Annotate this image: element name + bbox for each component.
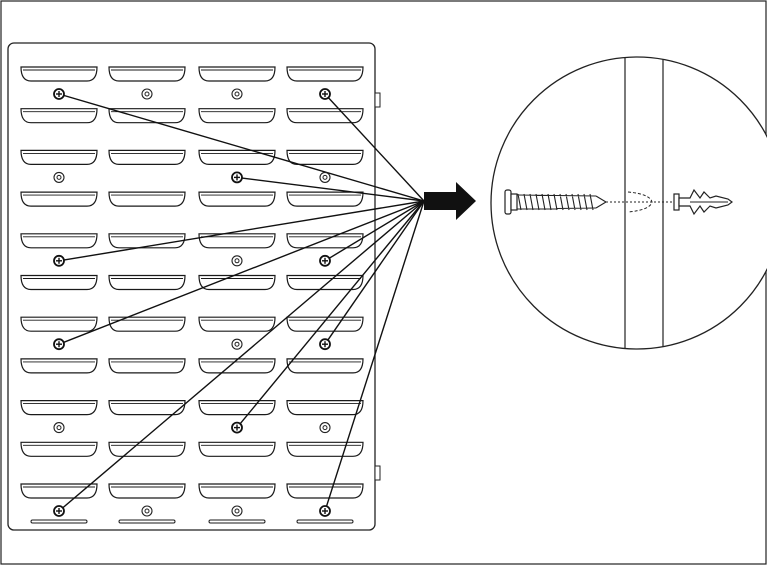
leader-line bbox=[324, 200, 425, 512]
slot bbox=[286, 358, 364, 374]
screw-hole-icon bbox=[53, 88, 65, 100]
screw-hole-icon bbox=[319, 88, 331, 100]
slot bbox=[108, 66, 186, 82]
slot bbox=[198, 233, 276, 249]
slot bbox=[198, 316, 276, 332]
screw-hole-icon bbox=[319, 505, 331, 517]
slot bbox=[108, 441, 186, 457]
slot bbox=[20, 441, 98, 457]
slot bbox=[286, 149, 364, 165]
slot bbox=[198, 274, 276, 291]
slot bbox=[20, 400, 98, 416]
wall-anchor-icon bbox=[673, 188, 733, 216]
plain-hole-icon bbox=[141, 88, 153, 100]
slot bbox=[286, 191, 364, 207]
arrow-right-icon bbox=[424, 182, 476, 220]
slot bbox=[20, 149, 98, 165]
slot bbox=[286, 233, 364, 249]
slot bbox=[108, 274, 186, 291]
slot bbox=[286, 483, 364, 499]
leader-line bbox=[58, 200, 425, 262]
slot bbox=[286, 400, 364, 416]
slot bbox=[286, 441, 364, 457]
slot bbox=[198, 191, 276, 207]
plain-hole-icon bbox=[231, 505, 243, 517]
panel-side-tab-top bbox=[374, 92, 381, 108]
leader-line bbox=[58, 200, 425, 345]
plain-hole-icon bbox=[231, 338, 243, 350]
bottom-bar bbox=[296, 519, 354, 524]
bottom-bar bbox=[118, 519, 176, 524]
slot bbox=[286, 274, 364, 291]
leader-line bbox=[58, 93, 425, 202]
slot bbox=[198, 400, 276, 416]
slot bbox=[20, 233, 98, 249]
screw-hole-icon bbox=[319, 338, 331, 351]
screw-hole-icon bbox=[231, 171, 243, 184]
leader-line bbox=[324, 200, 425, 262]
slot bbox=[108, 108, 186, 124]
slot bbox=[108, 316, 186, 332]
plain-hole-icon bbox=[231, 255, 243, 267]
screw-hole-icon bbox=[319, 254, 331, 267]
screw-hole-icon bbox=[53, 254, 65, 267]
bottom-bar bbox=[208, 519, 266, 524]
slot bbox=[20, 316, 98, 332]
slot bbox=[198, 108, 276, 124]
leader-line bbox=[324, 200, 425, 345]
drill-guide bbox=[606, 191, 675, 213]
leader-line bbox=[324, 93, 425, 202]
leader-line bbox=[236, 200, 425, 429]
slot bbox=[198, 441, 276, 457]
slot bbox=[198, 358, 276, 374]
leader-line bbox=[58, 200, 425, 512]
slot bbox=[108, 191, 186, 207]
slot bbox=[108, 400, 186, 416]
screw-icon bbox=[504, 189, 608, 215]
leader-lines bbox=[58, 93, 425, 512]
plain-hole-icon bbox=[319, 422, 331, 434]
screw-hole-icon bbox=[231, 421, 243, 434]
slot bbox=[20, 191, 98, 207]
slot bbox=[198, 483, 276, 499]
hole-markers bbox=[53, 88, 331, 517]
plain-hole-icon bbox=[319, 171, 331, 183]
slot bbox=[108, 233, 186, 249]
slot bbox=[20, 274, 98, 291]
slot bbox=[286, 316, 364, 332]
slot bbox=[20, 108, 98, 124]
detail-magnifier bbox=[490, 56, 767, 350]
plain-hole-icon bbox=[53, 422, 65, 434]
panel-outline bbox=[7, 42, 376, 531]
screw-hole-icon bbox=[53, 505, 65, 517]
slot bbox=[198, 149, 276, 165]
slot bbox=[20, 358, 98, 374]
slot bbox=[108, 358, 186, 374]
magnifier-circle-icon bbox=[490, 56, 767, 350]
plain-hole-icon bbox=[53, 171, 65, 183]
leader-line bbox=[236, 176, 425, 202]
slot bbox=[20, 66, 98, 82]
pegboard-panel bbox=[7, 42, 381, 531]
screw-hole-icon bbox=[53, 338, 65, 351]
panel-side-tab-bottom bbox=[374, 465, 381, 481]
bottom-bars bbox=[30, 519, 354, 524]
slot-grid bbox=[20, 66, 364, 499]
bottom-bar bbox=[30, 519, 88, 524]
slot bbox=[20, 483, 98, 499]
plain-hole-icon bbox=[231, 88, 243, 100]
slot bbox=[108, 149, 186, 165]
slot bbox=[286, 66, 364, 82]
slot bbox=[286, 108, 364, 124]
plain-hole-icon bbox=[141, 505, 153, 517]
slot bbox=[108, 483, 186, 499]
slot bbox=[198, 66, 276, 82]
